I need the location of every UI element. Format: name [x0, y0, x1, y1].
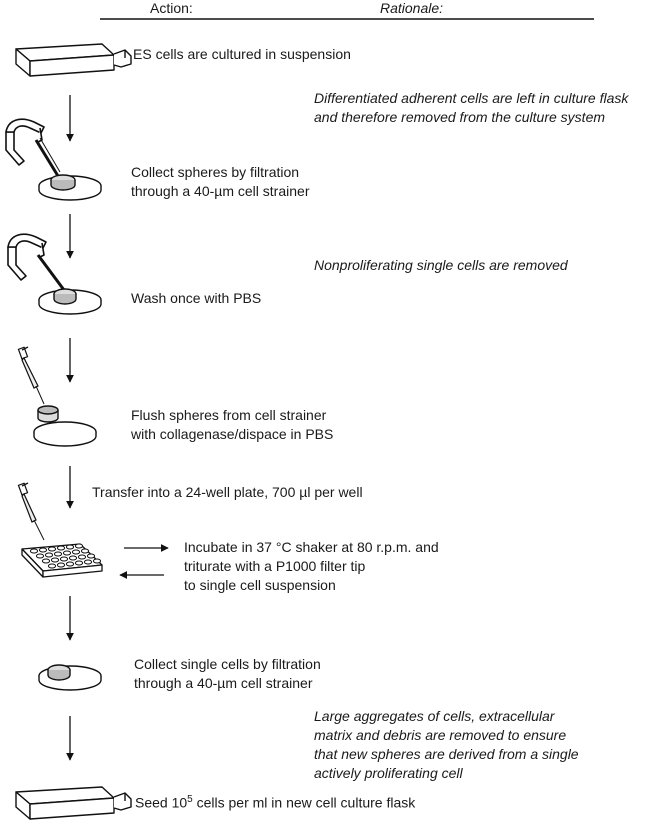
flask-icon	[15, 786, 132, 820]
rationale-2-text: Nonproliferating single cells are remove…	[314, 257, 568, 273]
header-rationale-label: Rationale:	[380, 0, 444, 16]
step-3-text: Wash once with PBS	[131, 290, 262, 306]
rationale-3-text: Large aggregates of cells, extracellular…	[314, 708, 579, 781]
step-6-text: Incubate in 37 °C shaker at 80 r.p.m. an…	[184, 539, 439, 593]
aspirator-icon	[5, 118, 61, 177]
pipette-icon	[17, 482, 45, 541]
step-5-text: Transfer into a 24-well plate, 700 µl pe…	[92, 484, 363, 500]
step-4-text: Flush spheres from cell strainer with co…	[131, 407, 334, 442]
step-2-text: Collect spheres by filtration through a …	[131, 164, 310, 199]
rationale-1-text: Differentiated adherent cells are left i…	[314, 90, 629, 125]
header-action-label: Action:	[150, 0, 193, 16]
step-7-text: Collect single cells by filtration throu…	[134, 656, 321, 691]
petri-dish-icon	[33, 405, 97, 447]
pipette-icon	[17, 346, 45, 405]
well-plate-icon	[21, 543, 103, 578]
petri-dish-icon	[38, 174, 102, 201]
petri-dish-icon	[38, 664, 102, 691]
petri-dish-icon	[38, 288, 102, 315]
step-1-text: ES cells are cultured in suspension	[133, 46, 351, 62]
aspirator-icon	[7, 233, 66, 291]
step-8-text: Seed 105 cells per ml in new cell cultur…	[135, 794, 416, 811]
flask-icon	[15, 43, 132, 77]
